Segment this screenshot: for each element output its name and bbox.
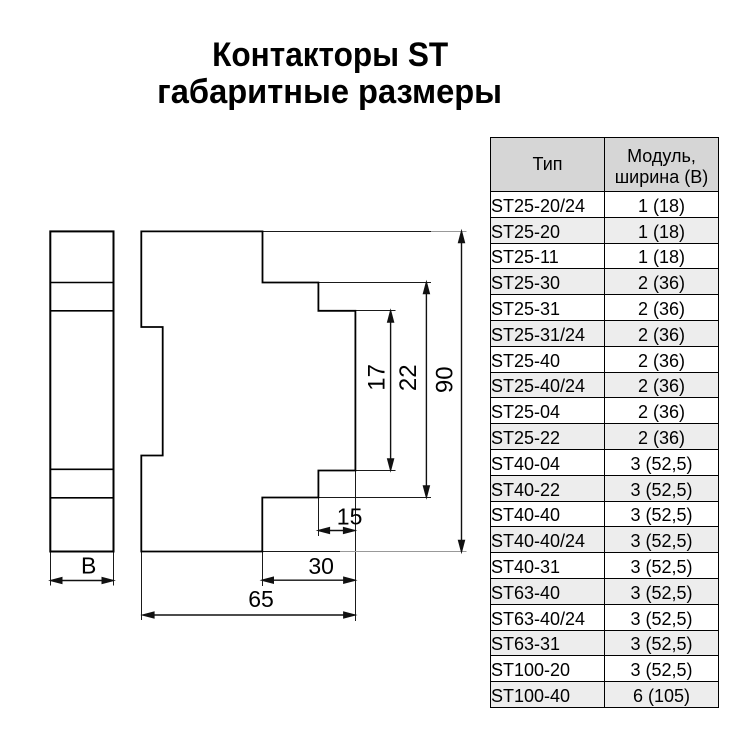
svg-text:90: 90 xyxy=(431,366,458,393)
svg-text:30: 30 xyxy=(308,553,334,579)
svg-text:15: 15 xyxy=(337,504,363,530)
svg-text:B: B xyxy=(81,552,96,578)
svg-text:22: 22 xyxy=(395,364,422,391)
svg-text:17: 17 xyxy=(363,364,390,391)
svg-text:65: 65 xyxy=(248,586,274,612)
